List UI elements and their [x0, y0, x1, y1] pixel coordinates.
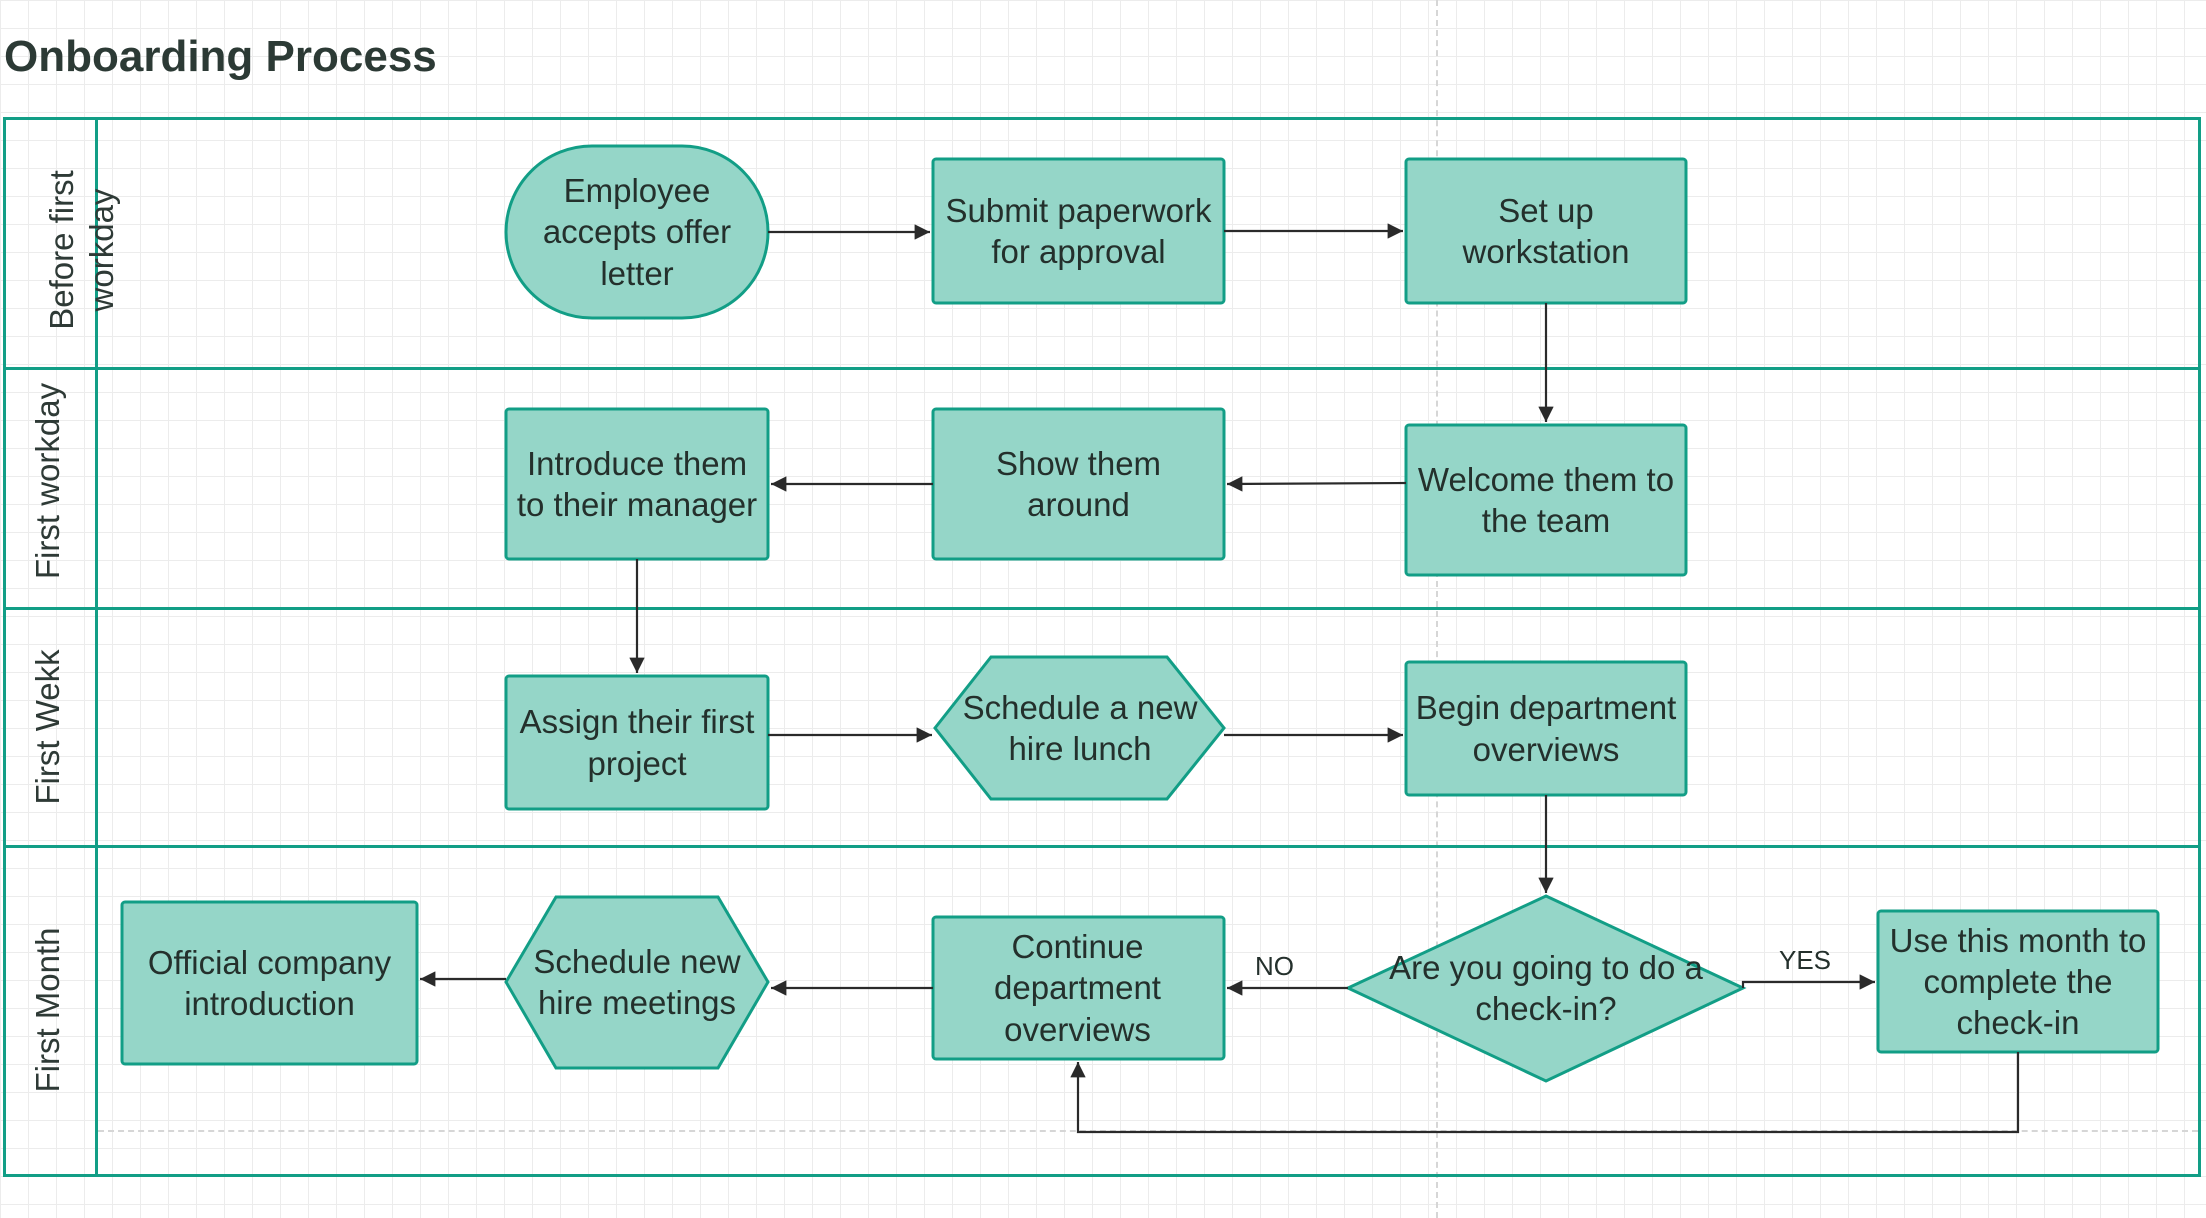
node-shape-submit-paperwork[interactable] — [931, 157, 1226, 305]
arrow-checkin-loop — [1070, 1052, 2020, 1134]
node-shape-company-intro[interactable] — [120, 900, 419, 1066]
node-shape-schedule-lunch[interactable] — [933, 655, 1226, 801]
node-shape-welcome-team[interactable] — [1404, 423, 1688, 577]
node-shape-checkin-decision[interactable] — [1344, 894, 1747, 1083]
node-shape-begin-overviews[interactable] — [1404, 660, 1688, 797]
node-shape-accept-offer[interactable] — [504, 144, 770, 320]
node-shape-introduce-manager[interactable] — [504, 407, 770, 561]
arrow-decision-yes — [1741, 974, 1875, 990]
node-shape-continue-overviews[interactable] — [931, 915, 1226, 1061]
edge-label-yes: YES — [1779, 945, 1832, 975]
node-shape-complete-checkin[interactable] — [1876, 909, 2160, 1054]
lane-divider-2 — [3, 607, 2201, 610]
node-shape-setup-workstation[interactable] — [1404, 157, 1688, 305]
node-shape-assign-project[interactable] — [504, 674, 770, 811]
arrow-welcome-to-show — [1226, 476, 1407, 492]
node-shape-schedule-meetings[interactable] — [504, 895, 770, 1070]
lane-header-border — [95, 117, 98, 1177]
lane-divider-1 — [3, 367, 2201, 370]
lane-divider-3 — [3, 845, 2201, 848]
page-title: Onboarding Process — [4, 32, 437, 81]
node-shape-show-around[interactable] — [931, 407, 1226, 561]
swimlane-pool — [3, 117, 2201, 1177]
edge-label-no: NO — [1255, 951, 1294, 981]
